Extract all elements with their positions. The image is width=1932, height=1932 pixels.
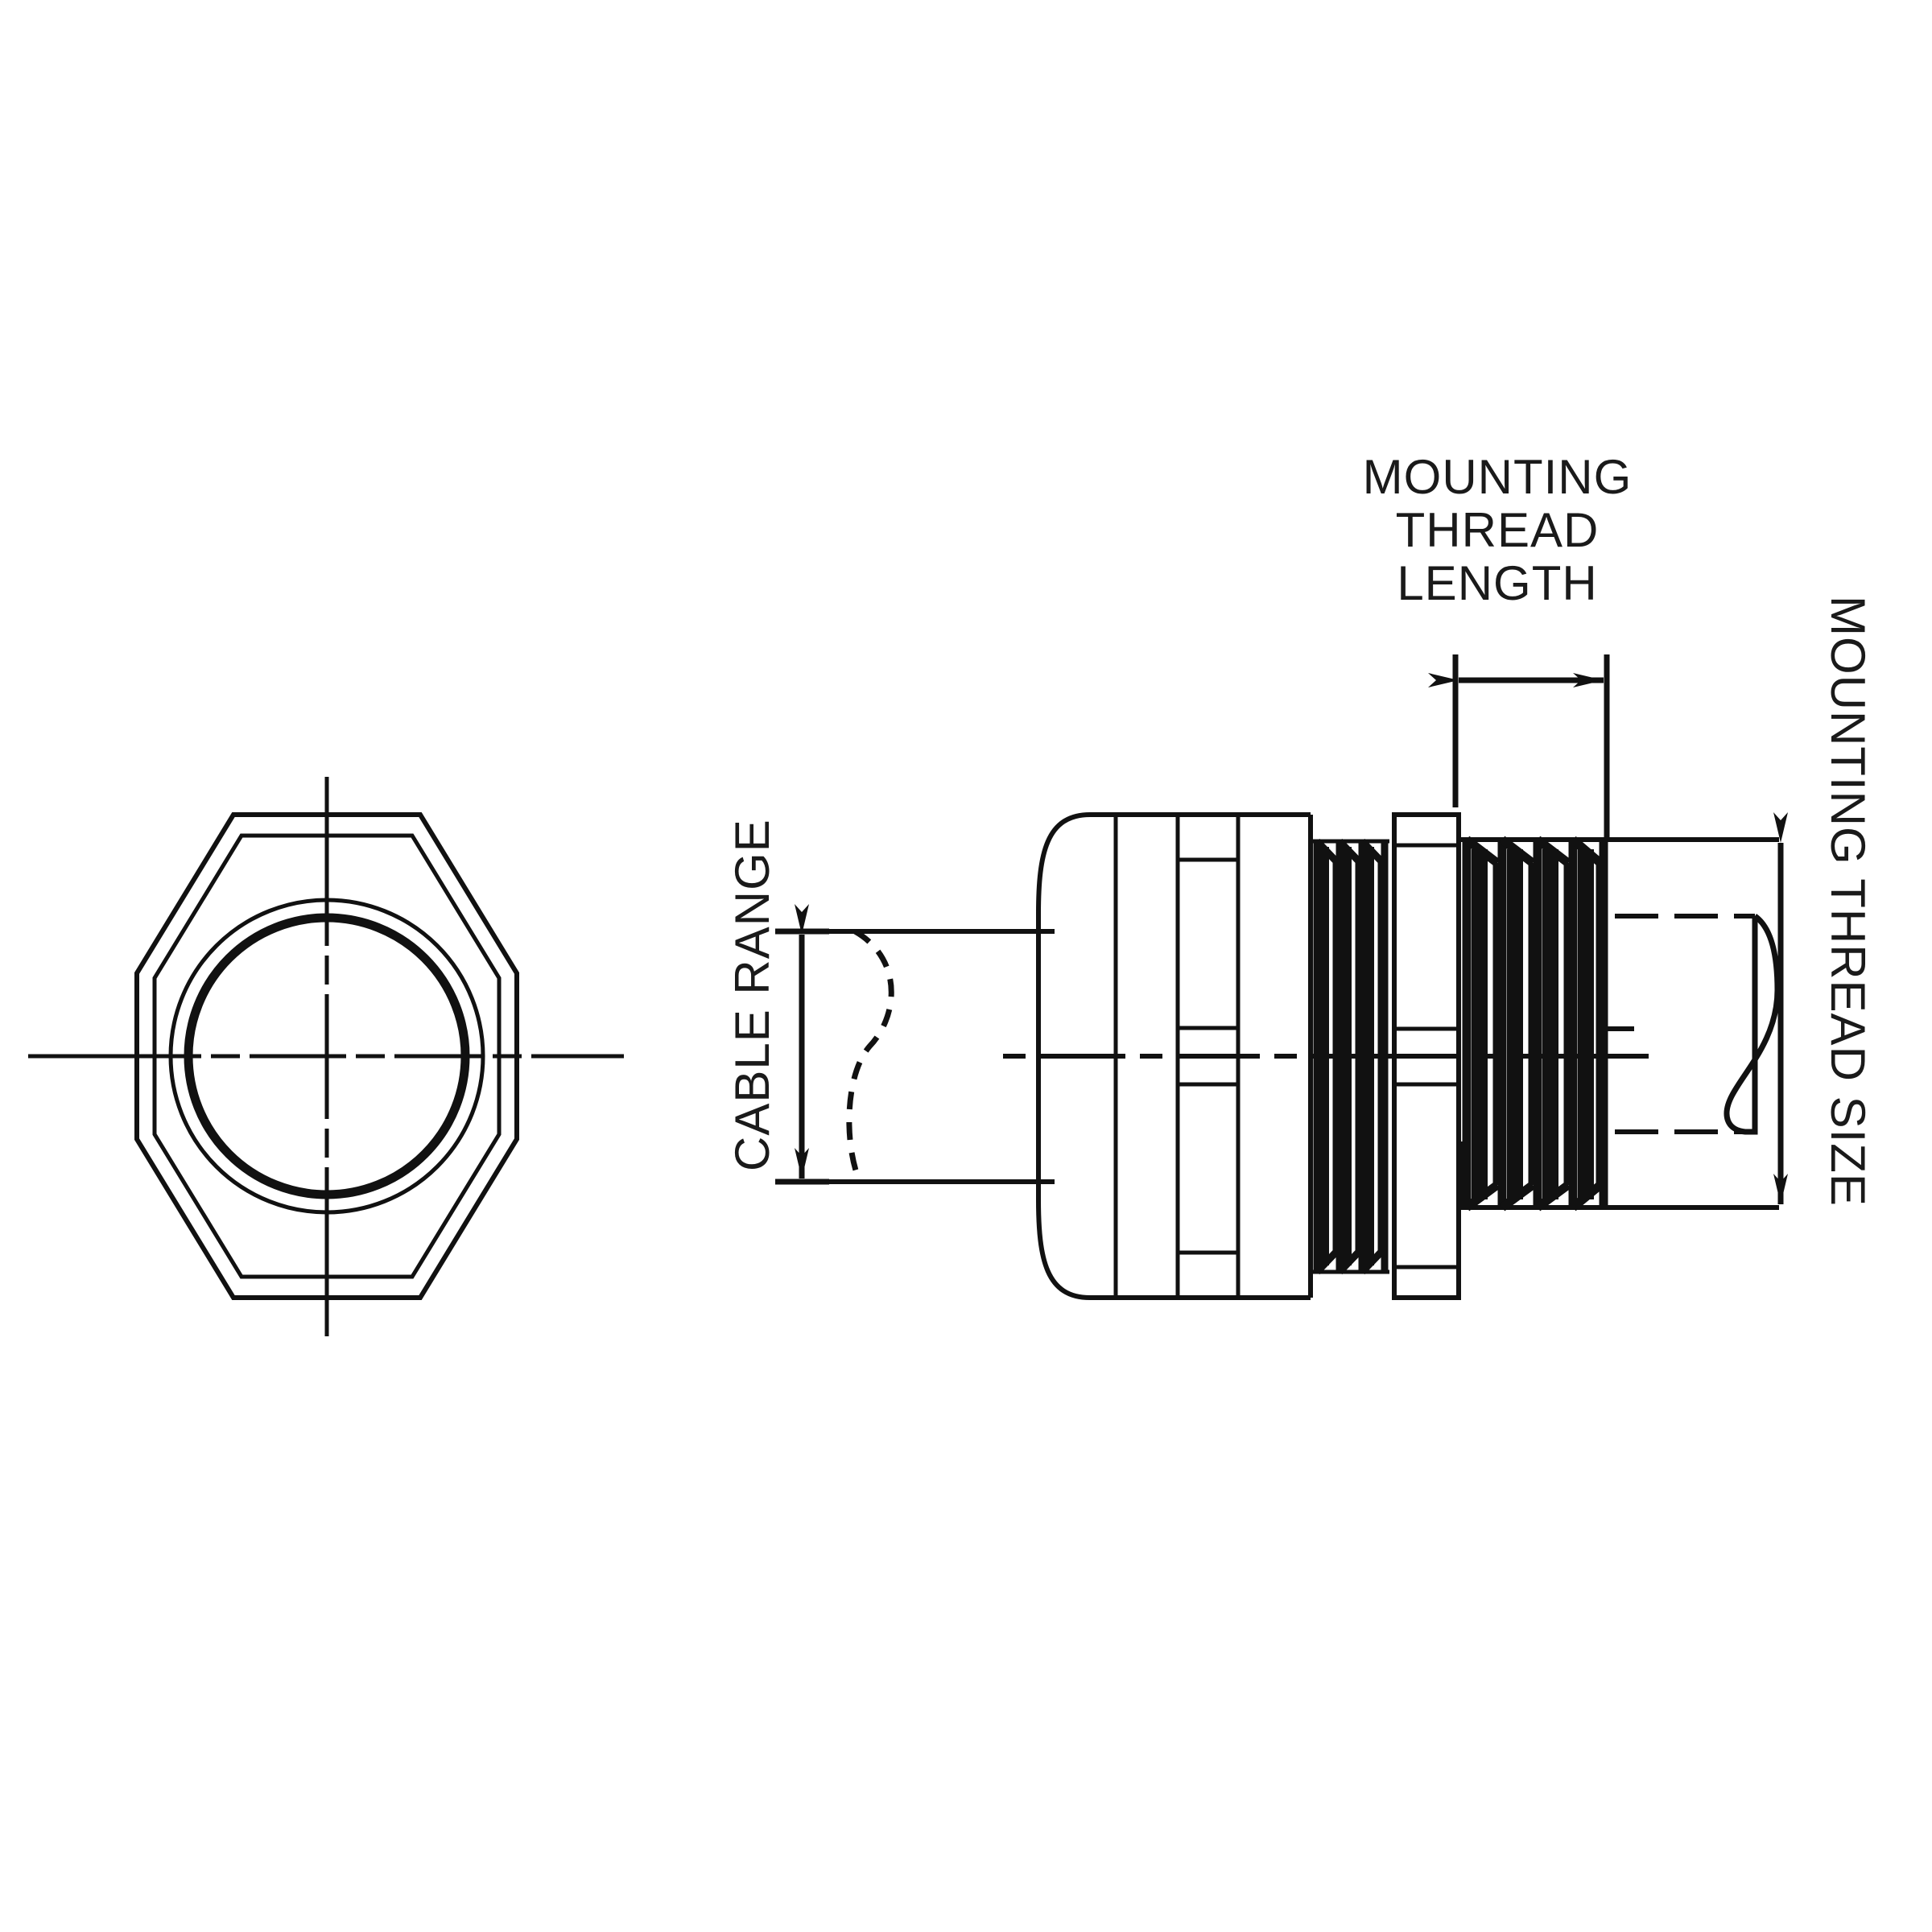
side-section-view (823, 812, 1781, 1300)
front-end-view (28, 777, 624, 1336)
bore-inner-circle (184, 913, 470, 1199)
hex-flange (1392, 812, 1461, 1300)
hex-outer-profile (134, 812, 519, 1300)
mounting-thread-section (1458, 836, 1608, 1212)
mounting-thread-size-label: MOUNTING THREAD SIZE (1821, 596, 1875, 1207)
dim-mounting-thread-length (1428, 654, 1610, 840)
mtl-line-2: THREAD (1395, 503, 1600, 557)
dome-cap-profile (1036, 812, 1091, 1300)
dim-cable-range (775, 904, 829, 1185)
mtl-line-1: MOUNTING (1362, 450, 1633, 504)
mtl-line-3: LENGTH (1397, 556, 1598, 610)
bore-outer-circle (168, 898, 485, 1215)
bore-break-curve (1724, 914, 1781, 1135)
cable-break-curve (846, 928, 894, 1183)
hex-chamfer-profile (152, 833, 502, 1279)
cable-range-label: CABLE RANGE (725, 819, 779, 1171)
